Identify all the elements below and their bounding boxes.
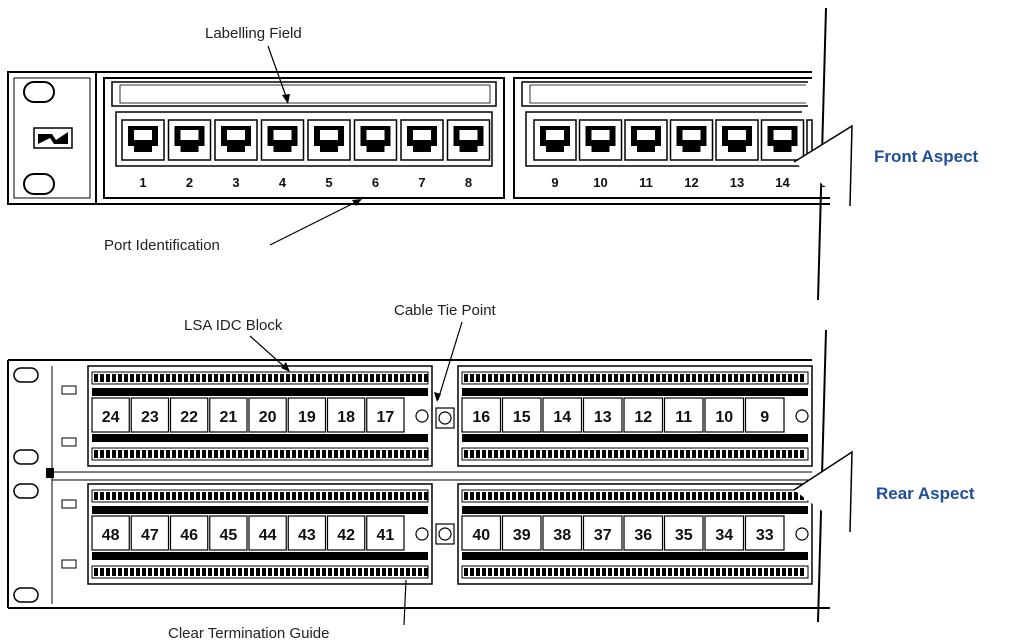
rear-port-number: 14	[553, 409, 571, 426]
rear-port-number: 40	[472, 527, 490, 544]
rear-port-number: 44	[259, 527, 277, 544]
rear-port-number: 20	[259, 409, 277, 426]
rear-port-number: 9	[760, 409, 769, 426]
rear-port-number: 38	[553, 527, 571, 544]
rear-port-number: 43	[298, 527, 316, 544]
rj45-jack[interactable]	[578, 119, 623, 161]
lsa-idc-block-label: LSA IDC Block	[184, 317, 283, 334]
rear-port-number: 18	[337, 409, 355, 426]
lsa-idc-block: 24 23 22 21 20 19 18 17	[87, 365, 433, 467]
rj45-jack[interactable]	[446, 119, 491, 161]
rear-port-number: 12	[634, 409, 652, 426]
rear-port-number: 33	[756, 527, 774, 544]
rj45-jack[interactable]	[167, 119, 212, 161]
cable-tie-point	[435, 523, 455, 545]
rear-port-number: 11	[675, 409, 692, 426]
rear-port-number: 10	[715, 409, 733, 426]
front-aspect-label: Front Aspect	[874, 147, 979, 166]
callout-clear-termination-guide: Clear Termination Guide	[168, 579, 407, 642]
brand-logo	[33, 127, 73, 149]
port-number: 14	[775, 175, 790, 190]
port-number: 4	[279, 175, 287, 190]
cable-tie-point-label: Cable Tie Point	[394, 302, 497, 319]
rear-port-number: 24	[102, 409, 120, 426]
cable-tie-point	[435, 407, 455, 429]
clear-termination-guide-label: Clear Termination Guide	[168, 625, 329, 642]
port-number: 13	[730, 175, 744, 190]
callout-labelling-field: Labelling Field	[205, 25, 302, 104]
labelling-field-2	[521, 81, 808, 107]
port-number: 11	[639, 175, 653, 190]
port-number: 8	[465, 175, 472, 190]
mount-slot-bottom	[23, 173, 55, 195]
rear-port-number: 13	[594, 409, 612, 426]
port-number: 1	[139, 175, 146, 190]
rear-port-number: 21	[219, 409, 237, 426]
port-number: 3	[232, 175, 239, 190]
rj45-jack[interactable]	[214, 119, 258, 161]
port-number: 6	[372, 175, 379, 190]
lsa-idc-block: 16 15 14 13 12 11 10 9	[457, 365, 813, 467]
rear-port-number: 35	[675, 527, 693, 544]
rear-port-number: 22	[180, 409, 198, 426]
rj45-jack[interactable]	[533, 119, 577, 161]
rj45-jack[interactable]	[121, 119, 165, 161]
rear-port-number: 47	[141, 527, 159, 544]
rear-port-number: 41	[376, 527, 394, 544]
rj45-jack[interactable]	[307, 119, 351, 161]
rear-port-number: 15	[513, 409, 531, 426]
rear-port-number: 48	[102, 527, 120, 544]
callout-cable-tie-point: Cable Tie Point	[394, 302, 497, 402]
rear-port-number: 36	[634, 527, 652, 544]
port-number: 7	[418, 175, 425, 190]
port-number: 5	[325, 175, 332, 190]
rear-port-number: 37	[594, 527, 612, 544]
rj45-jack[interactable]	[260, 119, 305, 161]
rj45-jack[interactable]	[353, 119, 398, 161]
lsa-idc-block: 40 39 38 37 36 35 34 33	[457, 483, 813, 585]
labelling-field-1	[111, 81, 497, 107]
rear-port-number: 42	[337, 527, 355, 544]
port-number: 10	[593, 175, 607, 190]
labelling-field-label: Labelling Field	[205, 25, 302, 42]
rj45-jack[interactable]	[624, 119, 668, 161]
lsa-idc-block: 48 47 46 45 44 43 42 41	[87, 483, 433, 585]
rear-port-number: 45	[219, 527, 237, 544]
rj45-jack[interactable]	[760, 119, 805, 161]
rj45-jack[interactable]	[669, 119, 714, 161]
port-identification-label: Port Identification	[104, 237, 220, 254]
callout-port-identification: Port Identification	[104, 199, 362, 254]
rj45-jack[interactable]	[715, 119, 759, 161]
port-number: 12	[684, 175, 698, 190]
rear-port-number: 19	[298, 409, 316, 426]
callout-lsa-idc-block: LSA IDC Block	[184, 317, 290, 372]
rj45-jack[interactable]	[400, 119, 444, 161]
rear-port-number: 17	[376, 409, 394, 426]
rear-port-number: 16	[472, 409, 490, 426]
port-number: 2	[186, 175, 193, 190]
port-number: 9	[551, 175, 558, 190]
rear-port-number: 39	[513, 527, 531, 544]
mount-slot-top	[23, 81, 55, 103]
rear-aspect-label: Rear Aspect	[876, 484, 975, 503]
rear-port-number: 46	[180, 527, 198, 544]
rear-port-number: 34	[715, 527, 733, 544]
rear-port-number: 23	[141, 409, 159, 426]
